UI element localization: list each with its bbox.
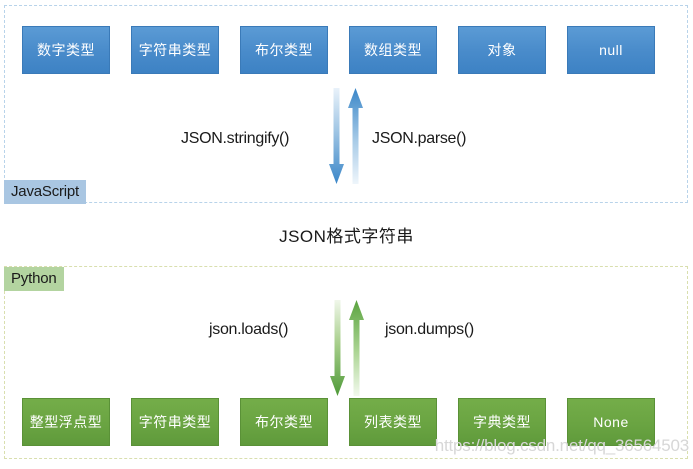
type-box-py-none: None bbox=[567, 398, 655, 446]
type-box-js-array: 数组类型 bbox=[349, 26, 437, 74]
type-box-js-object: 对象 bbox=[458, 26, 546, 74]
type-box-js-number: 数字类型 bbox=[22, 26, 110, 74]
arrow-up-icon bbox=[349, 300, 364, 396]
type-box-py-numeric: 整型浮点型 bbox=[22, 398, 110, 446]
type-box-label: 对象 bbox=[487, 42, 517, 58]
language-tag-python: Python bbox=[4, 267, 64, 291]
type-box-label: 字符串类型 bbox=[138, 414, 212, 430]
type-box-js-null: null bbox=[567, 26, 655, 74]
type-box-label: None bbox=[593, 414, 629, 430]
label-json-parse: JSON.parse() bbox=[372, 130, 467, 147]
type-box-py-string: 字符串类型 bbox=[131, 398, 219, 446]
type-box-label: null bbox=[599, 42, 623, 58]
arrow-up-icon bbox=[348, 88, 363, 184]
type-box-label: 字典类型 bbox=[473, 414, 531, 430]
type-box-py-list: 列表类型 bbox=[349, 398, 437, 446]
python-arrow-pair bbox=[330, 300, 364, 396]
type-box-js-boolean: 布尔类型 bbox=[240, 26, 328, 74]
type-box-label: 整型浮点型 bbox=[29, 414, 103, 430]
type-box-label: 布尔类型 bbox=[255, 42, 313, 58]
type-box-label: 数组类型 bbox=[364, 42, 422, 58]
type-box-label: 布尔类型 bbox=[255, 414, 313, 430]
type-box-label: 数字类型 bbox=[37, 42, 95, 58]
label-json-loads: json.loads() bbox=[209, 321, 289, 338]
python-type-box-row: 整型浮点型 字符串类型 布尔类型 列表类型 字典类型 None bbox=[0, 398, 693, 446]
javascript-type-box-row: 数字类型 字符串类型 布尔类型 数组类型 对象 null bbox=[0, 26, 693, 74]
language-tag-javascript: JavaScript bbox=[4, 180, 87, 204]
label-json-dumps: json.dumps() bbox=[385, 321, 474, 338]
json-format-string-caption: JSON格式字符串 bbox=[279, 227, 414, 246]
type-box-py-boolean: 布尔类型 bbox=[240, 398, 328, 446]
type-box-js-string: 字符串类型 bbox=[131, 26, 219, 74]
arrow-down-icon bbox=[330, 300, 345, 396]
type-box-label: 列表类型 bbox=[364, 414, 422, 430]
type-box-label: 字符串类型 bbox=[138, 42, 212, 58]
javascript-arrow-pair bbox=[329, 88, 363, 184]
arrow-down-icon bbox=[329, 88, 344, 184]
label-json-stringify: JSON.stringify() bbox=[181, 130, 290, 147]
type-box-py-dict: 字典类型 bbox=[458, 398, 546, 446]
